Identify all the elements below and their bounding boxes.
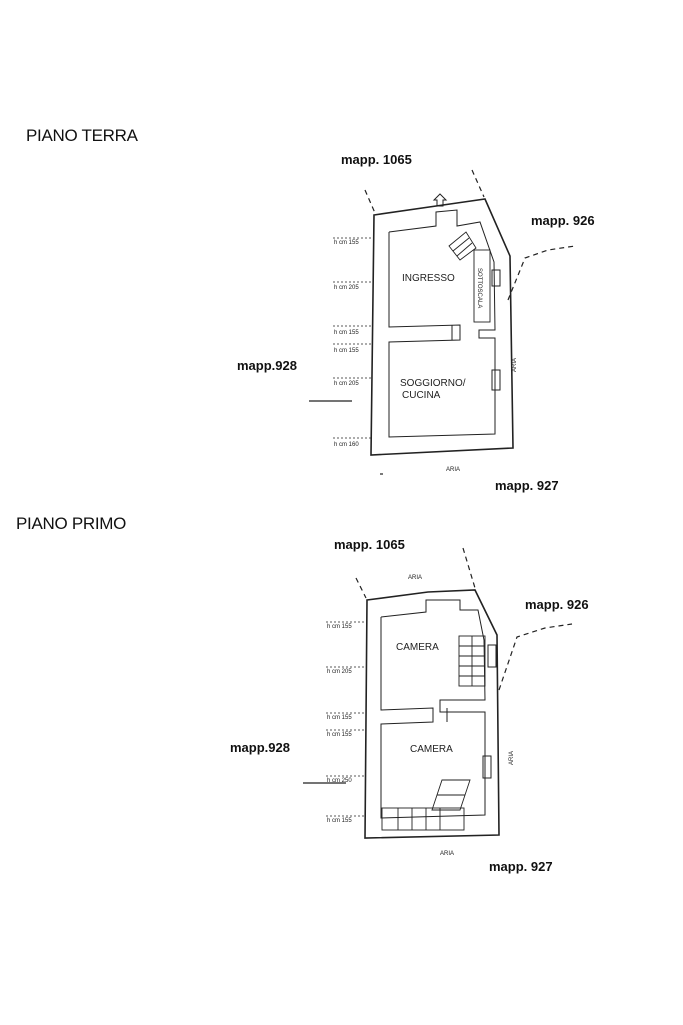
ff-room-camera-upper: CAMERA bbox=[396, 642, 439, 653]
gf-aria-side-label: ARIA bbox=[512, 358, 518, 372]
ff-height-label: h cm 155 bbox=[327, 715, 352, 721]
ff-window-east bbox=[487, 644, 497, 668]
gf-east-neighbor: mapp. 926 bbox=[531, 213, 595, 228]
ff-height-label: h cm 250 bbox=[327, 778, 352, 784]
gf-aria-bottom-label: ARIA bbox=[446, 467, 460, 473]
gf-window-east bbox=[491, 369, 501, 391]
gf-property-line-north bbox=[471, 169, 485, 198]
ff-property-line-north bbox=[355, 577, 367, 599]
gf-height-label: h cm 160 bbox=[334, 442, 359, 448]
first-floor-title: PIANO PRIMO bbox=[16, 514, 127, 533]
gf-entrance-arrow-icon bbox=[432, 193, 448, 207]
gf-window-east bbox=[491, 269, 501, 287]
ff-aria-bottom-label: ARIA bbox=[440, 851, 454, 857]
gf-room-soggiorno: SOGGIORNO/ bbox=[400, 378, 466, 389]
gf-property-line-north bbox=[364, 189, 376, 214]
ground-floor-title: PIANO TERRA bbox=[26, 126, 138, 145]
ff-height-label: h cm 155 bbox=[327, 624, 352, 630]
ff-property-line-north bbox=[462, 547, 476, 589]
gf-sottoscala-label: SOTTOSCALA bbox=[476, 268, 482, 308]
gf-north-neighbor: mapp. 1065 bbox=[341, 152, 412, 167]
ff-height-label: h cm 205 bbox=[327, 669, 352, 675]
ff-aria-side-label: ARIA bbox=[509, 751, 515, 765]
gf-height-label: h cm 155 bbox=[334, 348, 359, 354]
ff-staircase-lower bbox=[381, 779, 471, 831]
ff-aria-top-label: ARIA bbox=[408, 575, 422, 581]
gf-height-label: h cm 205 bbox=[334, 285, 359, 291]
first-floor-plan bbox=[303, 547, 573, 839]
ff-inner-wall bbox=[380, 599, 486, 819]
gf-height-lines bbox=[333, 237, 373, 439]
ff-height-label: h cm 155 bbox=[327, 818, 352, 824]
gf-room-cucina: CUCINA bbox=[402, 390, 441, 401]
ff-property-line-east bbox=[498, 623, 573, 691]
ff-west-neighbor: mapp.928 bbox=[230, 740, 290, 755]
gf-height-label: h cm 205 bbox=[334, 381, 359, 387]
ff-south-neighbor: mapp. 927 bbox=[489, 859, 553, 874]
gf-height-label: h cm 155 bbox=[334, 330, 359, 336]
ff-height-label: h cm 155 bbox=[327, 732, 352, 738]
gf-staircase bbox=[448, 231, 491, 323]
gf-south-neighbor: mapp. 927 bbox=[495, 478, 559, 493]
ff-east-neighbor: mapp. 926 bbox=[525, 597, 589, 612]
ff-window-east bbox=[482, 755, 492, 779]
ff-room-camera-lower: CAMERA bbox=[410, 744, 453, 755]
ff-height-lines bbox=[326, 621, 366, 817]
ff-outer-wall bbox=[364, 589, 500, 839]
gf-height-label: h cm 155 bbox=[334, 240, 359, 246]
gf-west-neighbor: mapp.928 bbox=[237, 358, 297, 373]
ground-floor-plan bbox=[309, 169, 576, 475]
gf-room-ingresso: INGRESSO bbox=[402, 273, 455, 284]
gf-outer-wall bbox=[370, 198, 514, 456]
gf-property-line-east bbox=[507, 245, 576, 301]
ff-north-neighbor: mapp. 1065 bbox=[334, 537, 405, 552]
gf-inner-wall bbox=[388, 209, 496, 438]
ff-staircase-upper bbox=[458, 635, 486, 687]
